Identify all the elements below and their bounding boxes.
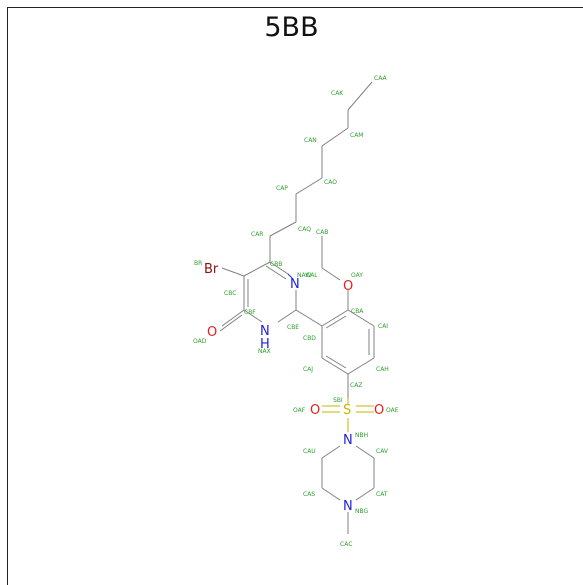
atom-label: CAC	[340, 541, 352, 548]
hetero-bonds	[287, 273, 374, 432]
bromine-atom: Br	[204, 262, 219, 277]
atom-label: CAS	[303, 491, 315, 498]
atom-label: NAW	[297, 272, 311, 279]
atom-label: CAH	[376, 366, 389, 373]
molecule-title: 5BB	[264, 12, 319, 43]
atom-label: CBC	[224, 290, 236, 297]
atom-label: CAM	[350, 132, 363, 139]
atom-label: NBH	[355, 432, 368, 439]
atom-label: CBA	[351, 308, 364, 315]
atom-label: OAD	[193, 338, 207, 345]
atom-label: NBG	[355, 508, 368, 515]
atom-label: CAU	[303, 448, 316, 455]
diagram-frame	[7, 7, 583, 585]
carbon-bonds	[219, 81, 375, 534]
atom-label: CBF	[244, 309, 256, 316]
sulfur-atom: S	[343, 403, 351, 418]
atom-label: CAV	[376, 448, 389, 455]
nh-hydrogen-atom: H	[260, 337, 270, 352]
atom-label: OAE	[386, 407, 399, 414]
atom-label: BR	[194, 260, 202, 267]
atom-label: CAN	[304, 137, 317, 144]
sulfonyl-oxygen-left-atom: O	[310, 403, 320, 418]
ring-nitrogen-atom: N	[290, 277, 300, 292]
atom-label: CAA	[374, 75, 387, 82]
carbonyl-oxygen-atom: O	[207, 325, 217, 340]
atom-label: CAT	[376, 491, 388, 498]
atom-label: SBI	[333, 397, 343, 404]
atom-labels: CAA CAK CAM CAN CAO CAP CAQ CAB CAR CBB …	[193, 75, 399, 548]
atom-label: CAK	[331, 90, 344, 97]
atom-label: CAO	[324, 179, 337, 186]
atom-label: CAP	[276, 185, 288, 192]
atom-label: NAX	[258, 348, 271, 355]
atom-label: CAJ	[303, 366, 313, 373]
atom-label: CAI	[378, 323, 388, 330]
atom-label: CBD	[303, 335, 316, 342]
piperazine-nitrogen-bottom-atom: N	[343, 499, 353, 514]
atom-label: CAL	[306, 272, 318, 279]
piperazine-nitrogen-top-atom: N	[343, 433, 353, 448]
atom-label: OAY	[351, 272, 363, 279]
atom-label: CBB	[270, 261, 282, 268]
atom-label: CAB	[316, 229, 328, 236]
atom-label: CAZ	[350, 382, 362, 389]
ether-oxygen-atom: O	[343, 279, 353, 294]
sulfonyl-oxygen-right-atom: O	[374, 403, 384, 418]
nh-nitrogen-atom: N	[260, 324, 270, 339]
atom-label: OAF	[293, 407, 306, 414]
atom-label: CAR	[251, 231, 263, 238]
atom-label: CAQ	[298, 226, 311, 233]
atom-label: CBE	[287, 324, 299, 331]
